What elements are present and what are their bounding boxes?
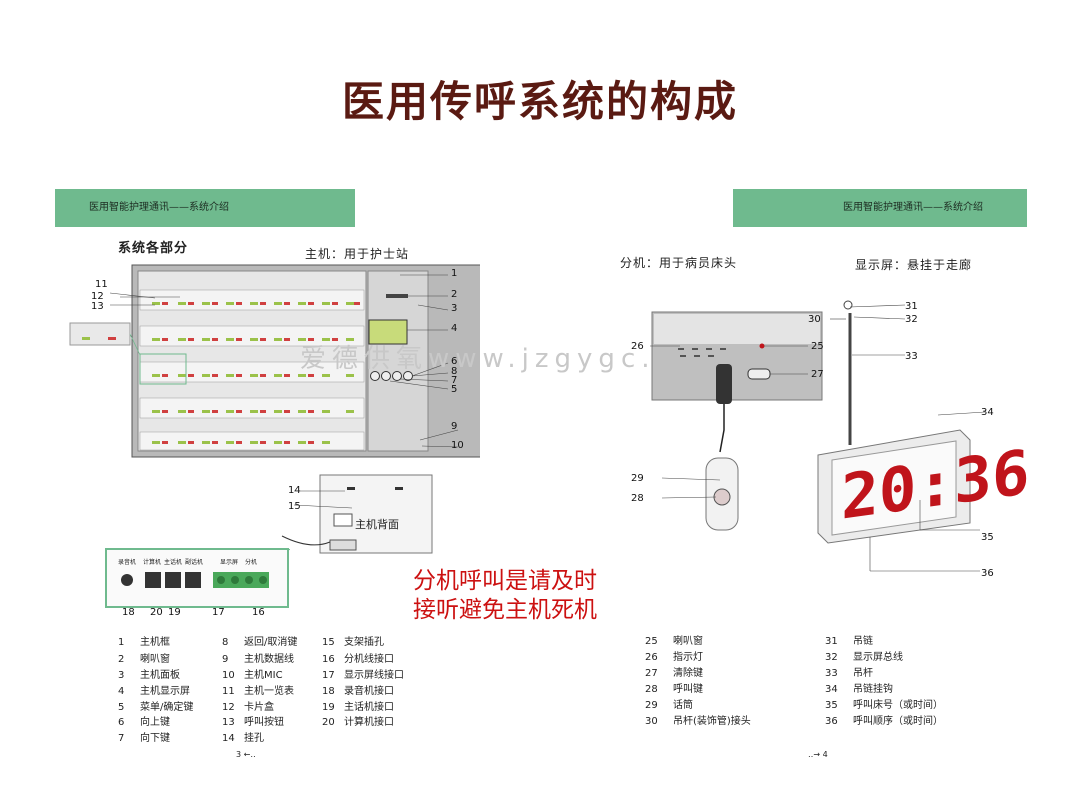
host-callout: 6 [451, 356, 458, 367]
right-banner: 医用智能护理通讯——系统介绍 [733, 189, 1027, 227]
extension-callout: 27 [811, 369, 824, 380]
host-callout: 15 [288, 501, 301, 512]
display-board-illustration [817, 300, 986, 572]
display-callout: 30 [808, 314, 821, 325]
port-number: 17 [212, 607, 225, 618]
page-number-left: 3 ←‥ [236, 750, 256, 759]
extension-label: 分机：用于病员床头 [620, 256, 738, 270]
extension-unit-illustration [650, 311, 823, 531]
display-label: 显示屏：悬挂于走廊 [855, 258, 973, 272]
host-device-illustration [69, 264, 480, 458]
port-number: 18 [122, 607, 135, 618]
left-heading: 系统各部分 [118, 241, 189, 256]
host-callout: 14 [288, 485, 301, 496]
host-callout: 1 [451, 268, 458, 279]
host-callout: 9 [451, 421, 458, 432]
host-callout: 7 [451, 375, 458, 386]
host-label: 主机：用于护士站 [305, 247, 410, 261]
port-panel-illustration [105, 548, 290, 608]
warning-line-2: 接听避免主机死机 [413, 597, 597, 623]
host-callout: 3 [451, 303, 458, 314]
extension-callout: 28 [631, 493, 644, 504]
host-callout: 8 [451, 366, 458, 377]
host-callout: 11 [95, 279, 108, 290]
display-callout: 33 [905, 351, 918, 362]
host-callout: 13 [91, 301, 104, 312]
page-number-right-text: 4 [822, 750, 828, 759]
call-button-leds [152, 302, 360, 444]
page-number-right: ‥→ 4 [808, 750, 828, 759]
port-label: 计算机 [143, 559, 162, 566]
left-banner-text: 医用智能护理通讯——系统介绍 [89, 202, 229, 213]
host-callout: 5 [451, 384, 458, 395]
display-callout: 35 [981, 532, 994, 543]
warning-callout: 分机呼叫是请及时 接听避免主机死机 [413, 567, 597, 625]
host-callout: 12 [91, 291, 104, 302]
back-panel-label: 主机背面 [355, 518, 399, 531]
display-callout: 34 [981, 407, 994, 418]
port-label: 主话机 [164, 559, 183, 566]
host-callout: 10 [451, 440, 464, 451]
extension-callout: 29 [631, 473, 644, 484]
right-banner-text: 医用智能护理通讯——系统介绍 [843, 202, 983, 213]
port-label: 录音机 [118, 559, 137, 566]
display-callout: 36 [981, 568, 994, 579]
port-number: 19 [168, 607, 181, 618]
port-label: 分机 [245, 559, 258, 566]
host-back-panel-illustration [281, 474, 433, 554]
page-number-left-text: 3 [236, 750, 242, 759]
port-number: 16 [252, 607, 265, 618]
port-number: 20 [150, 607, 163, 618]
warning-line-1: 分机呼叫是请及时 [413, 568, 597, 594]
left-banner: 医用智能护理通讯——系统介绍 [55, 189, 355, 227]
extension-callout: 26 [631, 341, 644, 352]
host-callout: 4 [451, 323, 458, 334]
host-callout: 2 [451, 289, 458, 300]
extension-callout: 25 [811, 341, 824, 352]
display-callout: 32 [905, 314, 918, 325]
port-label: 显示屏 [220, 559, 239, 566]
port-label: 副话机 [185, 559, 204, 566]
display-callout: 31 [905, 301, 918, 312]
page-title: 医用传呼系统的构成 [341, 77, 738, 126]
